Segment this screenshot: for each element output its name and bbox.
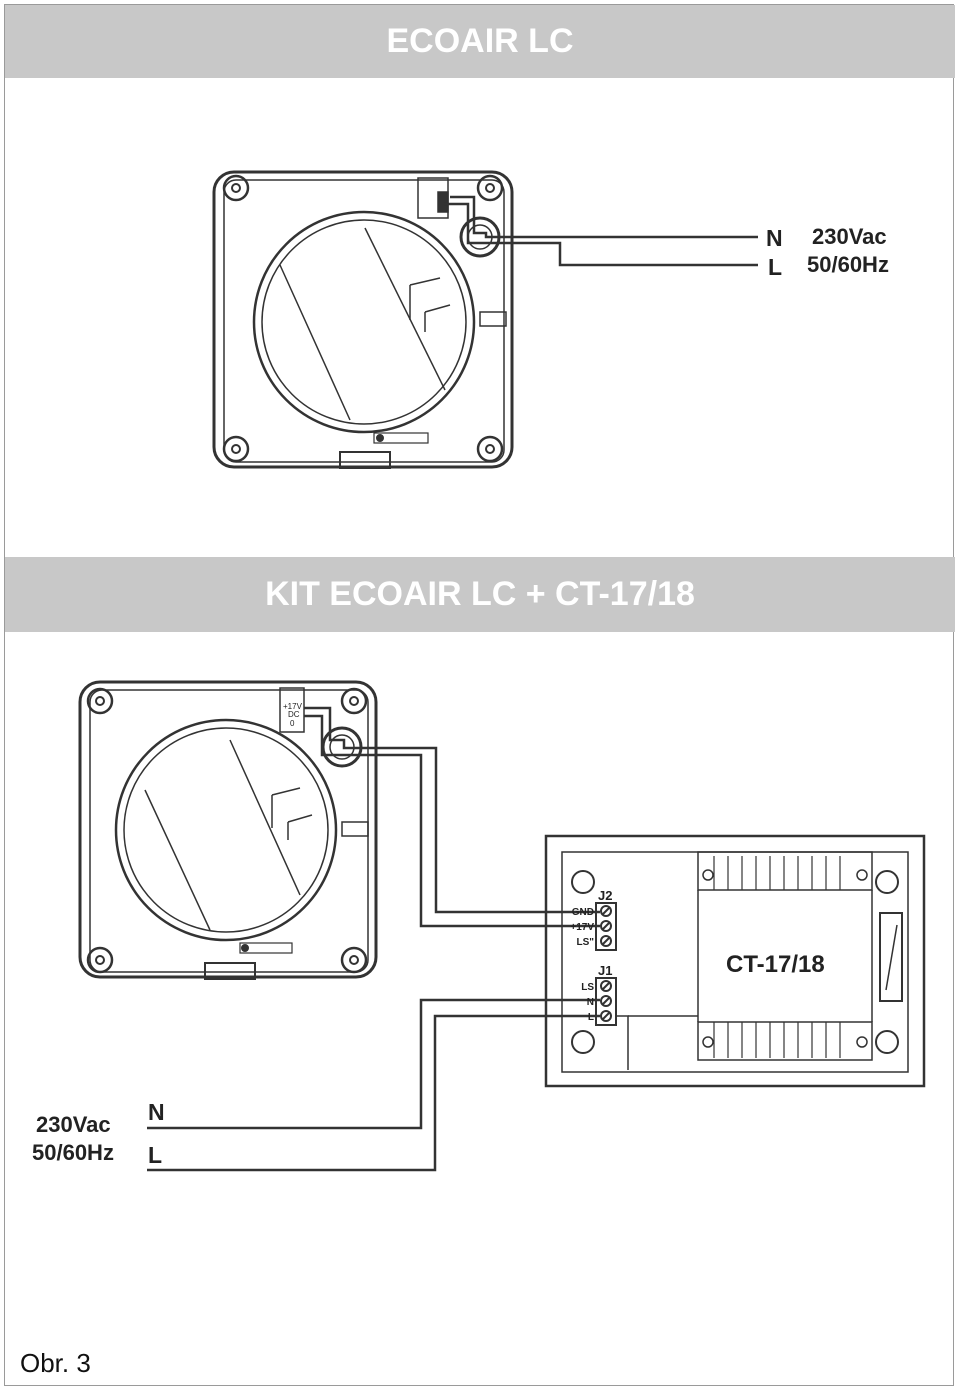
j1-pin-l: L — [588, 1012, 594, 1023]
fan-unit-top — [212, 170, 514, 469]
j2-pin-gnd: GND — [572, 907, 594, 918]
title-kit: KIT ECOAIR LC + CT-17/18 — [5, 557, 955, 632]
title-ecoair-lc: ECOAIR LC — [5, 5, 955, 78]
frequency-label-top: 50/60Hz — [807, 252, 889, 277]
figure-caption: Obr. 3 — [20, 1348, 91, 1378]
frequency-label-bottom: 50/60Hz — [32, 1140, 114, 1165]
terminal-l-label-top: L — [768, 254, 782, 280]
fan-unit-bottom — [78, 680, 378, 980]
terminal-n-label-bottom: N — [148, 1099, 165, 1125]
wires-mains-to-j1 — [147, 998, 600, 1172]
j2-label: J2 — [598, 888, 612, 903]
j1-pin-n: N — [587, 997, 594, 1008]
transformer-box — [544, 834, 926, 1088]
page-frame — [4, 4, 954, 1386]
j1-label: J1 — [598, 963, 612, 978]
voltage-label-bottom: 230Vac — [36, 1112, 111, 1137]
fan-terminal-label-2: DC — [288, 710, 300, 719]
screw-icon — [222, 174, 504, 463]
transformer-label: CT-17/18 — [726, 951, 825, 978]
fan-terminal-label-3: 0 — [290, 719, 295, 728]
j1-pin-ls: LS — [581, 982, 594, 993]
fan-terminal-label-1: +17V — [283, 702, 303, 711]
j2-pin-ls: LS" — [576, 937, 594, 948]
wires-top — [444, 195, 758, 267]
voltage-label-top: 230Vac — [812, 224, 887, 249]
screw-icon — [86, 687, 368, 974]
terminal-n-label-top: N — [766, 225, 783, 251]
terminal-l-label-bottom: L — [148, 1142, 162, 1168]
wires-fan-to-j2 — [304, 706, 600, 928]
j2-pin-17v: +17V — [570, 922, 594, 933]
